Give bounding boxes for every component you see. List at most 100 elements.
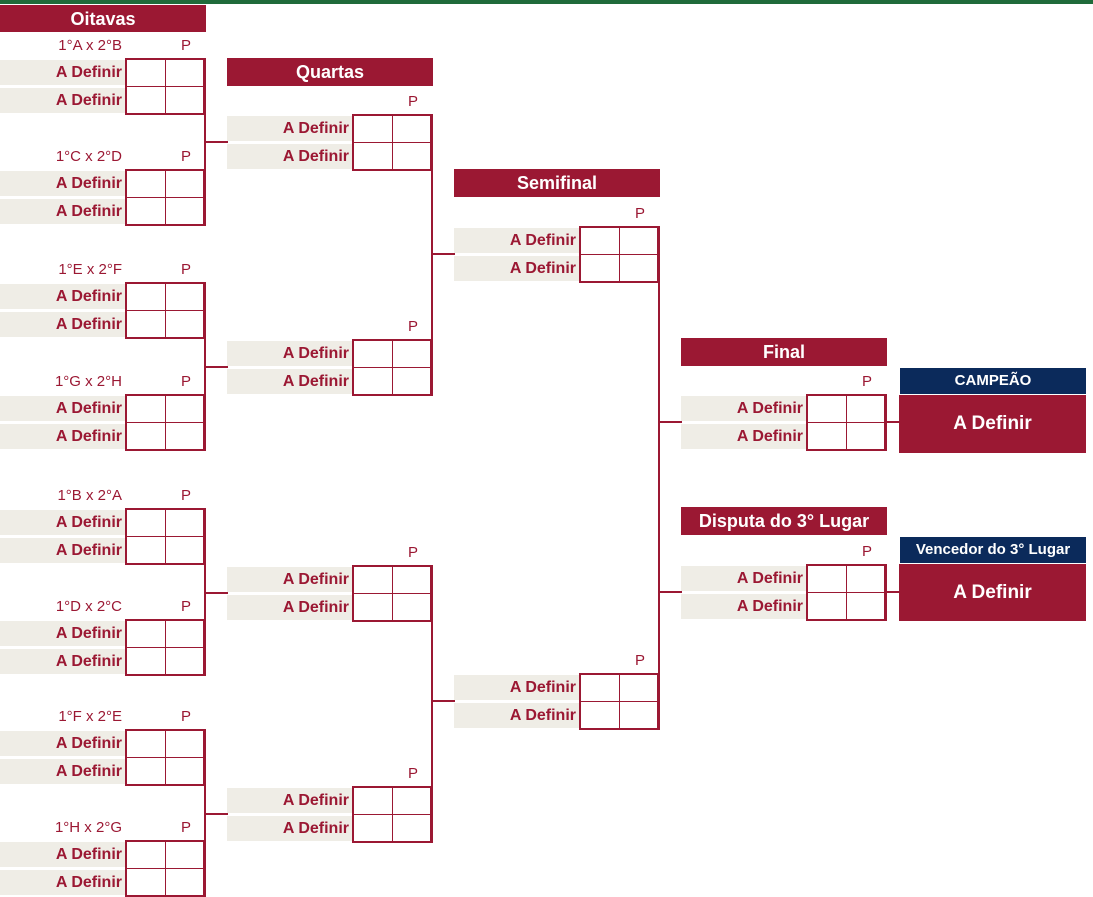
oitavas-score-label: P: [180, 708, 191, 725]
oitavas-score-label: P: [180, 373, 191, 390]
oitavas-team-1[interactable]: A Definir: [0, 510, 125, 535]
header-quartas: Quartas: [227, 58, 433, 86]
oitavas-team-1[interactable]: A Definir: [0, 396, 125, 421]
oitavas-score-box[interactable]: [125, 282, 206, 339]
connector-line: [204, 592, 228, 594]
connector-line: [658, 421, 682, 423]
score-row-divider: [127, 86, 204, 87]
oitavas-team-2[interactable]: A Definir: [0, 199, 125, 224]
connector-line: [658, 281, 660, 730]
final-score-label: P: [861, 373, 872, 390]
semifinal-team-2[interactable]: A Definir: [454, 703, 579, 728]
oitavas-score-label: P: [180, 487, 191, 504]
connector-line: [658, 591, 682, 593]
score-row-divider: [808, 592, 885, 593]
oitavas-team-1[interactable]: A Definir: [0, 621, 125, 646]
score-row-divider: [354, 142, 431, 143]
score-row-divider: [354, 593, 431, 594]
oitavas-score-label: P: [180, 148, 191, 165]
score-row-divider: [127, 197, 204, 198]
oitavas-team-2[interactable]: A Definir: [0, 538, 125, 563]
connector-line: [204, 784, 206, 897]
connector-line: [431, 169, 433, 396]
score-row-divider: [127, 422, 204, 423]
quartas-team-1[interactable]: A Definir: [227, 567, 352, 592]
oitavas-match-label: 1°F x 2°E: [58, 708, 122, 725]
quartas-score-box[interactable]: [352, 114, 433, 171]
oitavas-score-box[interactable]: [125, 619, 206, 676]
connector-line: [204, 141, 228, 143]
champion-box[interactable]: A Definir: [899, 395, 1086, 453]
score-row-divider: [127, 757, 204, 758]
quartas-team-2[interactable]: A Definir: [227, 595, 352, 620]
oitavas-team-2[interactable]: A Definir: [0, 312, 125, 337]
oitavas-score-label: P: [180, 598, 191, 615]
connector-line: [204, 337, 206, 451]
final-team-2[interactable]: A Definir: [681, 424, 806, 449]
quartas-team-2[interactable]: A Definir: [227, 816, 352, 841]
oitavas-match-label: 1°C x 2°D: [55, 148, 122, 165]
oitavas-team-1[interactable]: A Definir: [0, 284, 125, 309]
quartas-score-label: P: [407, 93, 418, 110]
quartas-team-1[interactable]: A Definir: [227, 116, 352, 141]
connector-line: [431, 620, 433, 843]
oitavas-score-box[interactable]: [125, 394, 206, 451]
quartas-score-box[interactable]: [352, 565, 433, 622]
semifinal-score-label: P: [634, 652, 645, 669]
quartas-score-label: P: [407, 544, 418, 561]
oitavas-match-label: 1°D x 2°C: [55, 598, 122, 615]
connector-line: [204, 813, 228, 815]
quartas-score-box[interactable]: [352, 339, 433, 396]
oitavas-score-box[interactable]: [125, 169, 206, 226]
oitavas-team-1[interactable]: A Definir: [0, 731, 125, 756]
oitavas-team-2[interactable]: A Definir: [0, 88, 125, 113]
oitavas-match-label: 1°A x 2°B: [58, 37, 122, 54]
connector-line: [204, 563, 206, 676]
quartas-score-box[interactable]: [352, 786, 433, 843]
third-place-score-label: P: [861, 543, 872, 560]
oitavas-score-box[interactable]: [125, 729, 206, 786]
top-accent-bar: [0, 0, 1093, 4]
third-place-team-2[interactable]: A Definir: [681, 594, 806, 619]
quartas-team-2[interactable]: A Definir: [227, 369, 352, 394]
final-team-1[interactable]: A Definir: [681, 396, 806, 421]
oitavas-score-box[interactable]: [125, 840, 206, 897]
third-winner-box[interactable]: A Definir: [899, 564, 1086, 621]
quartas-team-1[interactable]: A Definir: [227, 788, 352, 813]
semifinal-team-2[interactable]: A Definir: [454, 256, 579, 281]
score-row-divider: [581, 701, 658, 702]
quartas-team-1[interactable]: A Definir: [227, 341, 352, 366]
oitavas-team-2[interactable]: A Definir: [0, 759, 125, 784]
connector-line: [431, 700, 455, 702]
oitavas-match-label: 1°H x 2°G: [54, 819, 122, 836]
oitavas-team-2[interactable]: A Definir: [0, 649, 125, 674]
oitavas-team-1[interactable]: A Definir: [0, 60, 125, 85]
score-row-divider: [127, 647, 204, 648]
header-champion: CAMPEÃO: [900, 368, 1086, 394]
score-row-divider: [354, 367, 431, 368]
oitavas-score-box[interactable]: [125, 508, 206, 565]
third-place-score-box[interactable]: [806, 564, 887, 621]
header-third-winner: Vencedor do 3° Lugar: [900, 537, 1086, 563]
final-score-box[interactable]: [806, 394, 887, 451]
quartas-score-label: P: [407, 318, 418, 335]
score-row-divider: [581, 254, 658, 255]
oitavas-team-2[interactable]: A Definir: [0, 870, 125, 895]
quartas-team-2[interactable]: A Definir: [227, 144, 352, 169]
oitavas-match-label: 1°G x 2°H: [54, 373, 122, 390]
oitavas-match-label: 1°B x 2°A: [57, 487, 122, 504]
semifinal-team-1[interactable]: A Definir: [454, 675, 579, 700]
connector-line: [886, 591, 900, 593]
third-place-team-1[interactable]: A Definir: [681, 566, 806, 591]
oitavas-team-2[interactable]: A Definir: [0, 424, 125, 449]
semifinal-score-label: P: [634, 205, 645, 222]
oitavas-score-label: P: [180, 819, 191, 836]
semifinal-score-box[interactable]: [579, 673, 660, 730]
oitavas-team-1[interactable]: A Definir: [0, 842, 125, 867]
oitavas-team-1[interactable]: A Definir: [0, 171, 125, 196]
semifinal-score-box[interactable]: [579, 226, 660, 283]
oitavas-score-box[interactable]: [125, 58, 206, 115]
semifinal-team-1[interactable]: A Definir: [454, 228, 579, 253]
quartas-score-label: P: [407, 765, 418, 782]
score-row-divider: [127, 536, 204, 537]
